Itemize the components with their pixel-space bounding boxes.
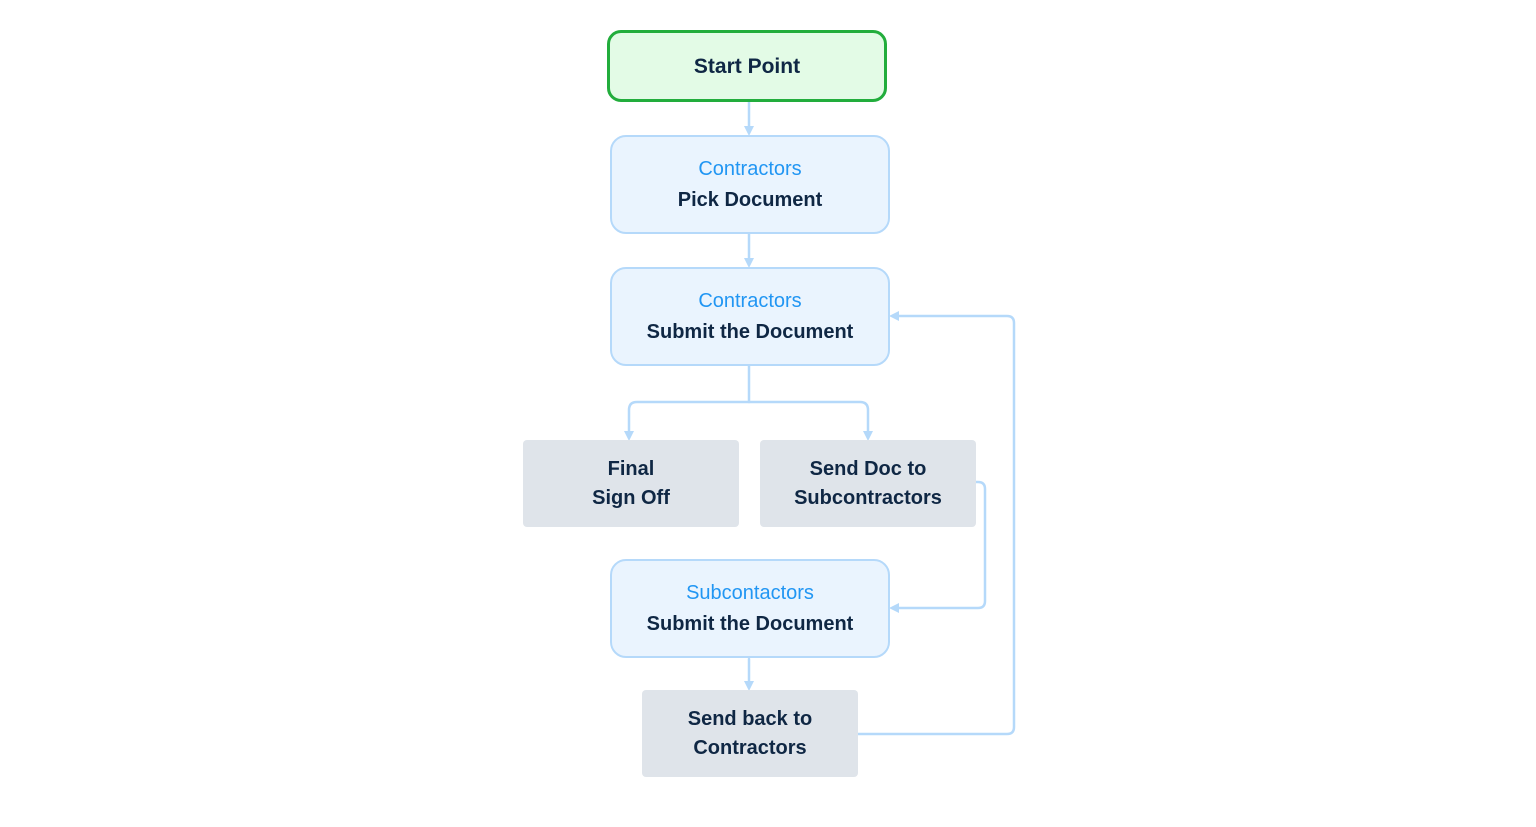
send-back-line2: Contractors bbox=[693, 736, 807, 759]
pick-document-actor: Contractors bbox=[698, 157, 802, 180]
start-point-label: Start Point bbox=[693, 54, 801, 78]
contractors-submit-node: Contractors Submit the Document bbox=[610, 267, 890, 366]
send-to-subcontractors-line1: Send Doc to bbox=[809, 457, 927, 480]
subcontractors-submit-node: Subcontactors Submit the Document bbox=[610, 559, 890, 658]
arrow-sendback-to-submit bbox=[856, 311, 1016, 736]
final-sign-off-line1: Final bbox=[607, 457, 655, 480]
final-sign-off-node: Final Sign Off bbox=[523, 440, 739, 527]
subcontractors-submit-action: Submit the Document bbox=[646, 612, 854, 635]
pick-document-action: Pick Document bbox=[677, 188, 823, 211]
send-to-subcontractors-node: Send Doc to Subcontractors bbox=[760, 440, 976, 527]
send-to-subcontractors-line2: Subcontractors bbox=[794, 486, 942, 509]
send-back-node: Send back to Contractors bbox=[642, 690, 858, 777]
arrow-submit-to-final bbox=[624, 364, 751, 441]
subcontractors-submit-actor: Subcontactors bbox=[686, 581, 814, 604]
arrow-senddoc-to-subsubmit bbox=[889, 480, 987, 613]
contractors-submit-actor: Contractors bbox=[698, 289, 802, 312]
send-back-line1: Send back to bbox=[687, 707, 813, 730]
pick-document-node: Contractors Pick Document bbox=[610, 135, 890, 234]
start-point-node: Start Point bbox=[607, 30, 887, 102]
contractors-submit-action: Submit the Document bbox=[646, 320, 854, 343]
arrow-submit-to-senddoc bbox=[747, 400, 873, 441]
final-sign-off-line2: Sign Off bbox=[592, 486, 670, 509]
